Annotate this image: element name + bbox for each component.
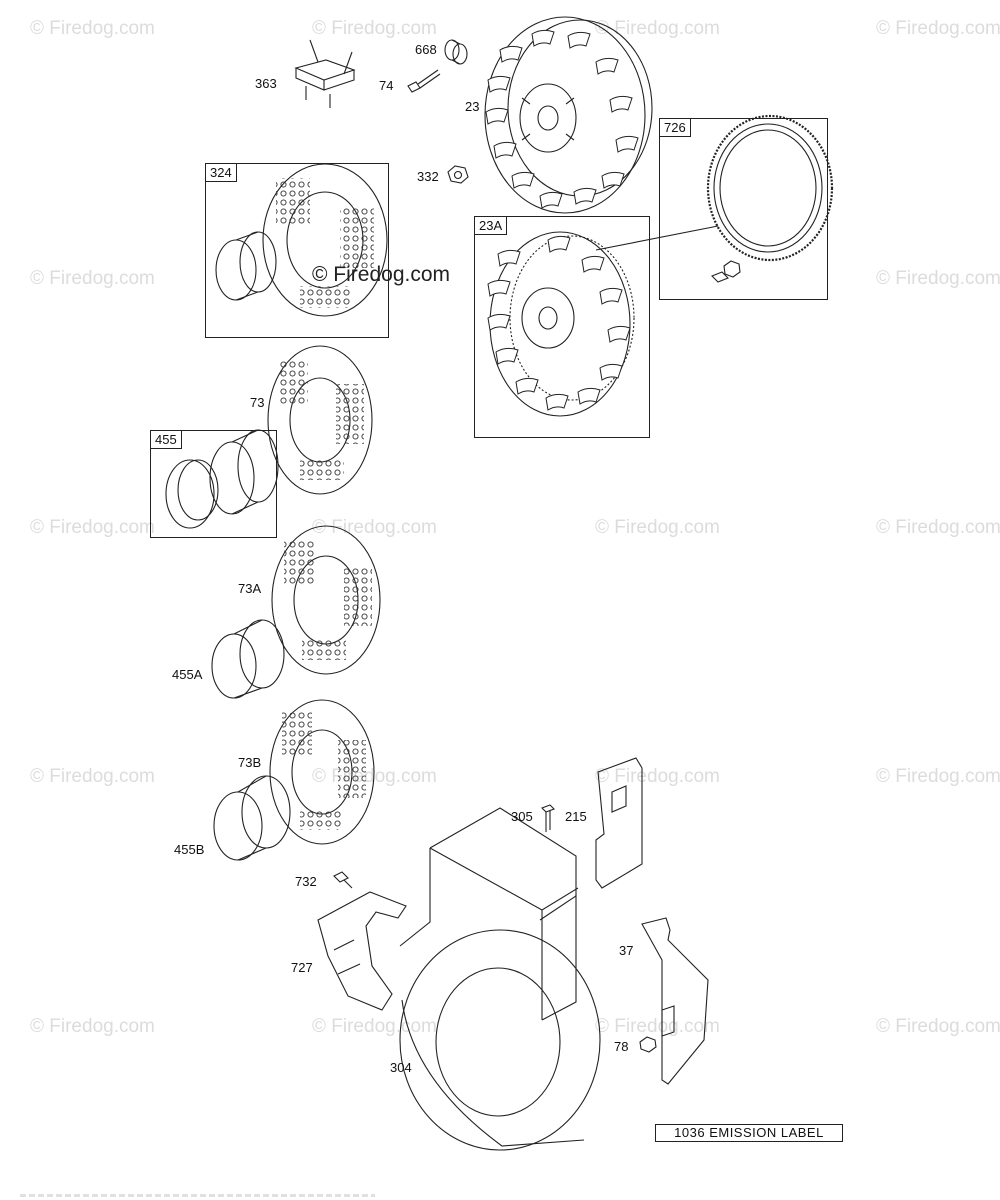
watermark: © Firedog.com <box>30 1016 155 1037</box>
part-label-304[interactable]: 304 <box>390 1060 412 1075</box>
screw-732 <box>333 871 353 889</box>
part-box-23A[interactable]: 23A <box>474 216 650 438</box>
watermark: © Firedog.com <box>876 766 1000 787</box>
watermark: © Firedog.com <box>30 766 155 787</box>
hub-455-drawing <box>165 429 279 529</box>
watermark: © Firedog.com <box>876 268 1000 289</box>
part-label-73[interactable]: 73 <box>250 395 265 410</box>
watermark: © Firedog.com <box>30 268 155 289</box>
center-watermark: © Firedog.com <box>312 263 451 286</box>
part-box-label: 23A <box>474 216 508 235</box>
bracket-363 <box>294 39 356 108</box>
hub-455B <box>213 775 291 861</box>
part-label-23[interactable]: 23 <box>465 99 480 114</box>
part-label-455A[interactable]: 455A <box>172 667 203 682</box>
nut-332 <box>447 165 469 184</box>
watermark: © Firedog.com <box>595 1016 720 1037</box>
part-box-324[interactable]: 324 <box>205 163 389 338</box>
part-label-732[interactable]: 732 <box>295 874 317 889</box>
part-label-363[interactable]: 363 <box>255 76 277 91</box>
watermark: © Firedog.com <box>876 1016 1000 1037</box>
spacer-668 <box>444 39 468 65</box>
part-box-label: 324 <box>205 163 237 182</box>
ring-gear-726 <box>706 114 834 283</box>
watermark: © Firedog.com <box>595 517 720 538</box>
part-box-label: 455 <box>150 430 182 449</box>
hub-455A <box>211 619 285 699</box>
part-label-668[interactable]: 668 <box>415 42 437 57</box>
baffle-37 <box>641 917 709 1085</box>
blower-housing-304 <box>399 807 601 1151</box>
leader-line <box>595 225 719 251</box>
watermark: © Firedog.com <box>312 18 437 39</box>
watermark: © Firedog.com <box>30 517 155 538</box>
screen-73 <box>267 345 373 495</box>
part-label-73A[interactable]: 73A <box>238 581 262 596</box>
part-box-455[interactable]: 455 <box>150 430 277 538</box>
bottom-divider <box>20 1194 375 1197</box>
part-label-305[interactable]: 305 <box>511 809 533 824</box>
screen-73A <box>271 525 381 675</box>
part-box-label: 726 <box>659 118 691 137</box>
part-label-332[interactable]: 332 <box>417 169 439 184</box>
watermark: © Firedog.com <box>595 766 720 787</box>
part-label-455B[interactable]: 455B <box>174 842 205 857</box>
screw-74 <box>407 69 441 93</box>
part-label-74[interactable]: 74 <box>379 78 394 93</box>
watermark: © Firedog.com <box>876 18 1000 39</box>
part-label-37[interactable]: 37 <box>619 943 634 958</box>
watermark: © Firedog.com <box>876 517 1000 538</box>
screen-73B <box>269 699 375 845</box>
part-label-727[interactable]: 727 <box>291 960 313 975</box>
baffle-727 <box>317 891 407 1011</box>
part-label-215[interactable]: 215 <box>565 809 587 824</box>
screw-78 <box>639 1036 657 1053</box>
bracket-215 <box>595 757 643 889</box>
flywheel-23 <box>484 16 653 214</box>
screw-305 <box>541 804 555 832</box>
watermark: © Firedog.com <box>30 18 155 39</box>
part-label-73B[interactable]: 73B <box>238 755 262 770</box>
part-box-726[interactable]: 726 <box>659 118 828 300</box>
emission-label-box[interactable]: 1036 EMISSION LABEL <box>655 1124 843 1142</box>
watermark: © Firedog.com <box>595 18 720 39</box>
flywheel-23A-drawing <box>487 231 635 417</box>
watermark: © Firedog.com <box>312 517 437 538</box>
screen-324-drawing <box>215 163 388 317</box>
part-label-78[interactable]: 78 <box>614 1039 629 1054</box>
